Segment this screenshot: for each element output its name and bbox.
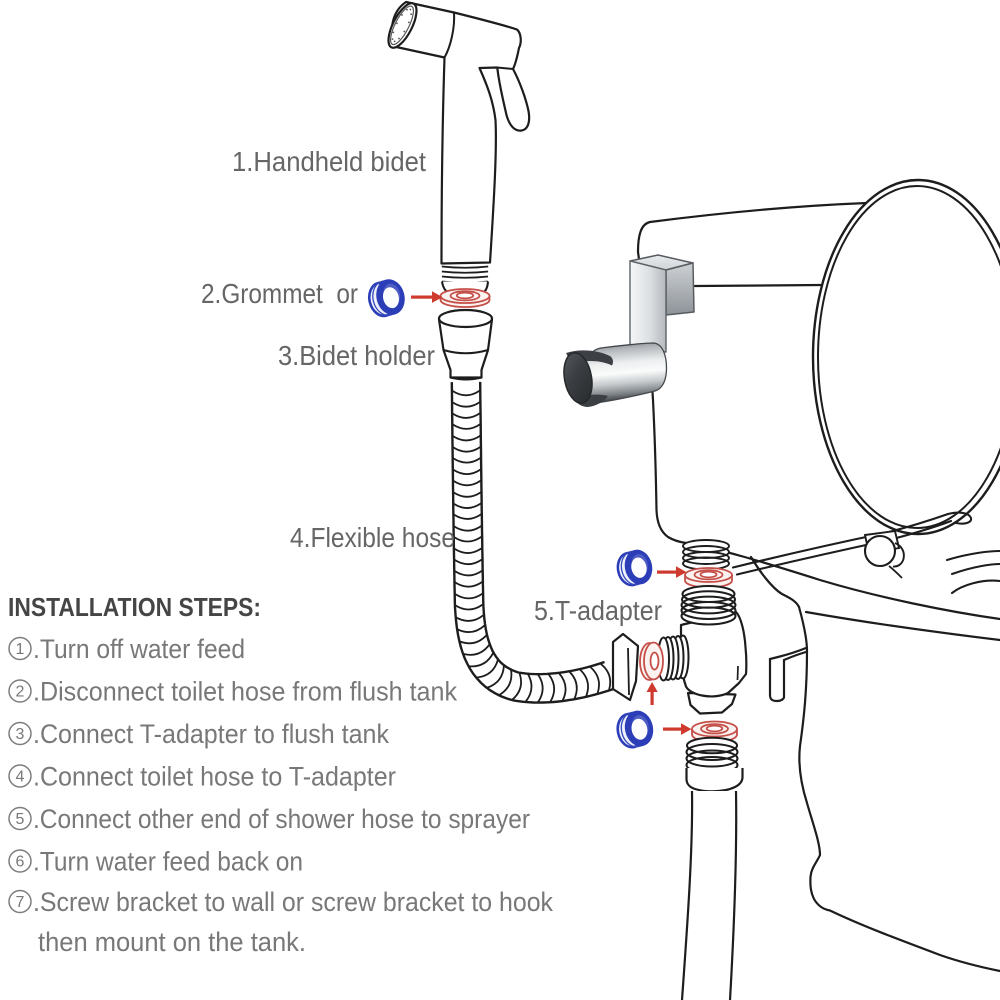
svg-text:.Screw bracket to wall or scre: .Screw bracket to wall or screw bracket …: [33, 887, 553, 917]
svg-text:.Turn water feed back on: .Turn water feed back on: [33, 847, 303, 877]
svg-text:.Connect toilet hose to T-adap: .Connect toilet hose to T-adapter: [33, 762, 396, 792]
svg-text:2: 2: [16, 684, 25, 701]
svg-text:3.Bidet holder: 3.Bidet holder: [278, 340, 435, 371]
svg-text:2.Grommet or: 2.Grommet or: [201, 278, 358, 309]
svg-text:.Connect T-adapter to flush ta: .Connect T-adapter to flush tank: [33, 719, 389, 749]
svg-text:5.T-adapter: 5.T-adapter: [534, 595, 662, 626]
svg-text:3: 3: [16, 726, 25, 743]
svg-text:1.Handheld bidet: 1.Handheld bidet: [232, 146, 426, 177]
svg-text:.Disconnect toilet hose from f: .Disconnect toilet hose from flush tank: [33, 677, 457, 707]
svg-text:4.Flexible hose: 4.Flexible hose: [290, 522, 455, 553]
svg-text:.Turn off water feed: .Turn off water feed: [33, 634, 245, 664]
svg-text:1: 1: [16, 641, 25, 658]
svg-text:6: 6: [16, 854, 25, 871]
svg-text:7: 7: [16, 894, 25, 911]
svg-text:5: 5: [16, 811, 25, 828]
svg-text:4: 4: [16, 769, 25, 786]
svg-text:INSTALLATION STEPS:: INSTALLATION STEPS:: [8, 594, 261, 622]
svg-text:.Connect other end of shower h: .Connect other end of shower hose to spr…: [33, 804, 530, 834]
svg-text:then mount on the tank.: then mount on the tank.: [38, 927, 306, 957]
